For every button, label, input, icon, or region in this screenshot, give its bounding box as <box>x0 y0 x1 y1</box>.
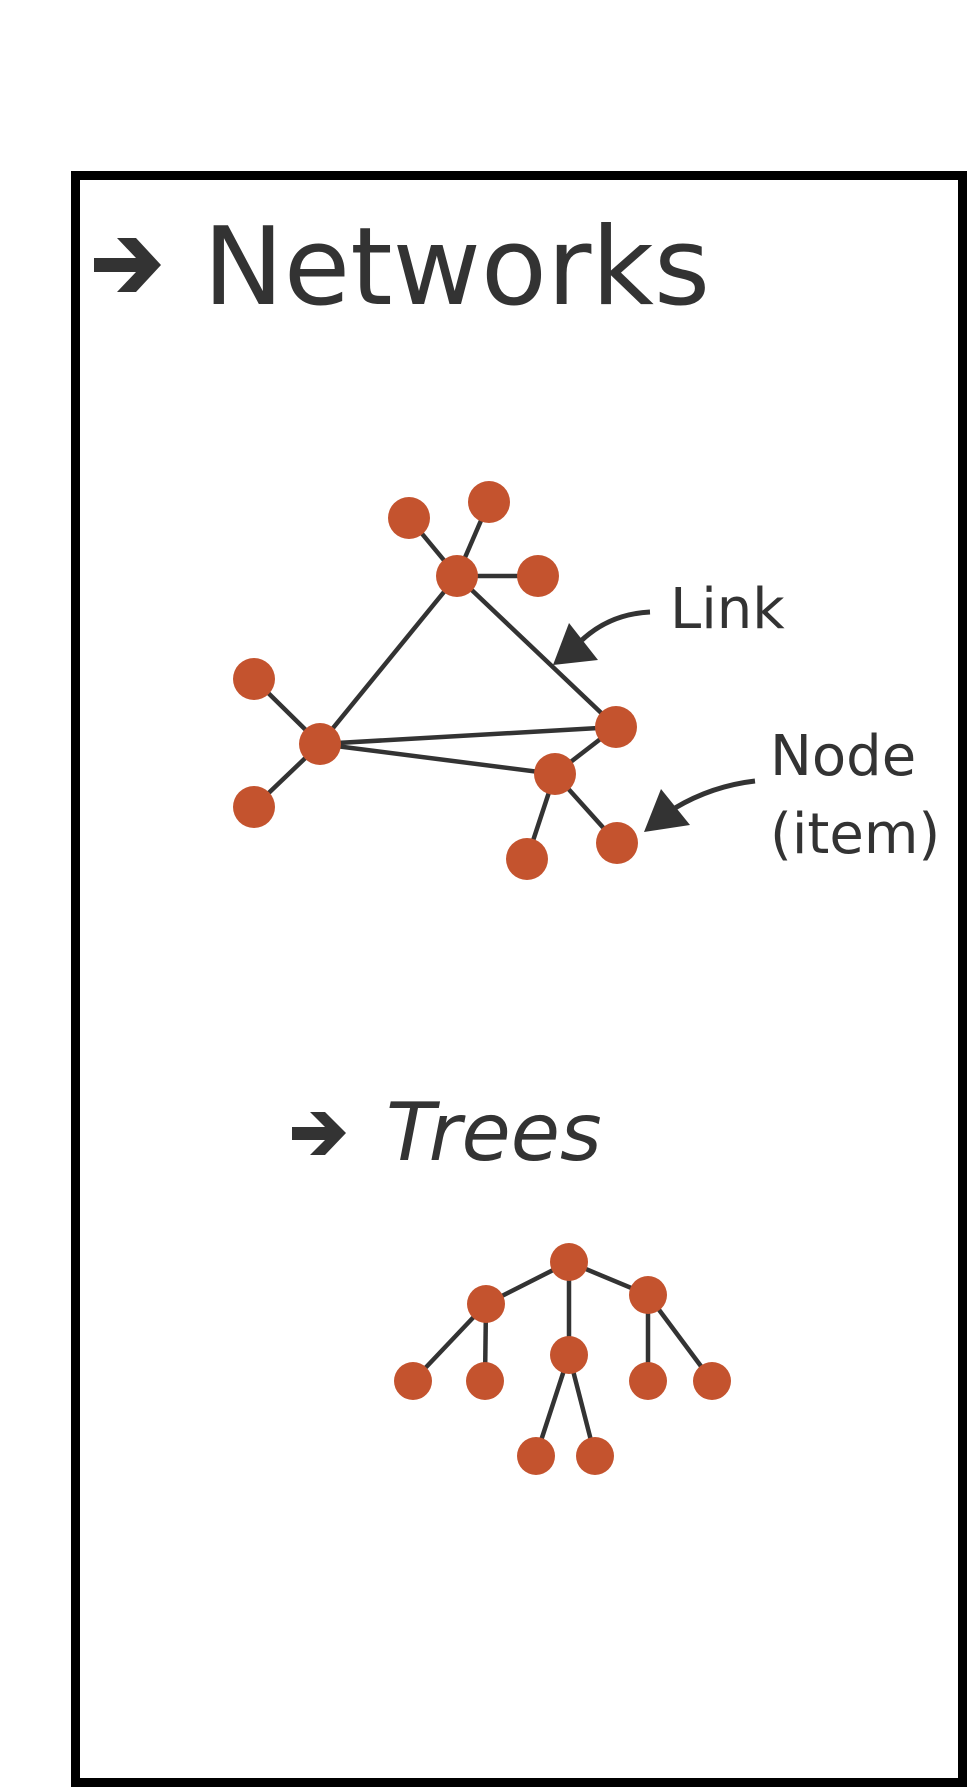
network-link <box>318 574 459 746</box>
network-node-leaf-left-lower <box>233 786 275 828</box>
network-link <box>455 574 618 729</box>
network-node-node-right <box>595 706 637 748</box>
link-pointer-arrow-head <box>553 623 598 665</box>
tree-node-leaf-rl <box>629 1362 667 1400</box>
tree-node-leaf-m1 <box>517 1437 555 1475</box>
network-link <box>319 724 617 747</box>
node-label-line1: Node <box>770 724 916 789</box>
tree-node-child-middle <box>550 1336 588 1374</box>
node-label-line2: (item) <box>770 802 940 867</box>
networks-title: Networks <box>203 205 710 330</box>
link-label: Link <box>670 577 785 642</box>
diagram-frame <box>71 171 967 1787</box>
network-node-leaf-top <box>468 481 510 523</box>
tree-node-leaf-lr <box>466 1362 504 1400</box>
node-annotation: Node (item) <box>644 724 940 867</box>
trees-heading: Trees <box>292 1086 602 1179</box>
network-node-hub-top <box>436 555 478 597</box>
link-annotation: Link <box>553 577 785 665</box>
right-arrow-icon <box>94 238 161 292</box>
network-node-hub-left <box>299 723 341 765</box>
network-link <box>319 741 556 777</box>
tree-node-leaf-ll <box>394 1362 432 1400</box>
node-pointer-arrow-head <box>644 789 690 832</box>
tree-node-child-right <box>629 1276 667 1314</box>
network-node-hub-bottom-right <box>534 753 576 795</box>
networks-heading: Networks <box>94 205 710 330</box>
network-node-leaf-left-upper <box>233 658 275 700</box>
link-pointer-arrow-shaft <box>580 609 651 642</box>
network-node-leaf-top-right <box>517 555 559 597</box>
tree-node-leaf-m2 <box>576 1437 614 1475</box>
network-node-leaf-bottom <box>506 838 548 880</box>
node-pointer-arrow-shaft <box>673 778 756 811</box>
tree-nodes <box>394 1243 731 1475</box>
tree-node-root <box>550 1243 588 1281</box>
tree-node-child-left <box>467 1285 505 1323</box>
network-nodes <box>233 481 638 880</box>
network-node-leaf-top-left <box>388 497 430 539</box>
network-node-leaf-bottom-right <box>596 822 638 864</box>
network-links <box>252 501 619 860</box>
tree-node-leaf-rr <box>693 1362 731 1400</box>
trees-title: Trees <box>386 1086 602 1179</box>
right-arrow-icon <box>292 1112 346 1155</box>
